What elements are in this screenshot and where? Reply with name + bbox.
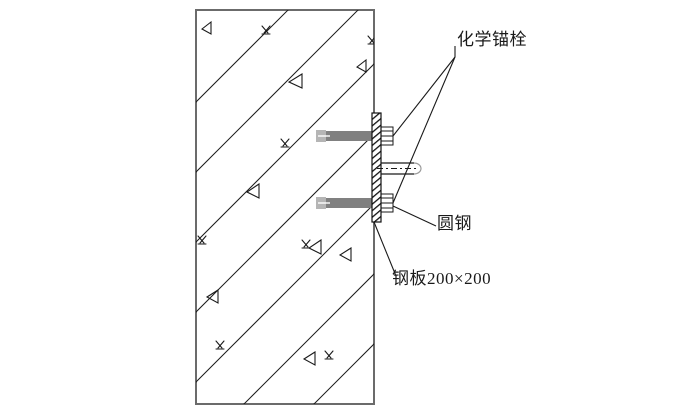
concrete-wall [195,9,375,405]
label-steel-plate-dimension: 钢板200×200 [392,269,492,288]
round-steel-bar [377,162,422,175]
leader-steel-plate [373,221,397,277]
leader-round-steel [392,205,437,227]
steel-plate-body [371,112,382,223]
bolt-thread-lower [381,197,393,209]
label-chemical-anchor-bolt: 化学锚栓 [457,30,527,49]
concrete-star-marks [197,25,374,360]
wall-hatch-lines [196,10,374,404]
round-steel-end-cap [413,162,422,175]
leader-lines [373,46,456,277]
bolt-shaft-upper [322,131,374,141]
leader-anchor-bolt-lower [392,56,456,204]
steel-plate [371,112,382,223]
bolt-shaft-lower [322,198,374,208]
leader-anchor-bolt-upper [392,56,456,137]
concrete-triangle-marks [201,20,367,366]
bolt-thread-upper [381,130,393,142]
label-round-steel: 圆钢 [437,214,472,233]
